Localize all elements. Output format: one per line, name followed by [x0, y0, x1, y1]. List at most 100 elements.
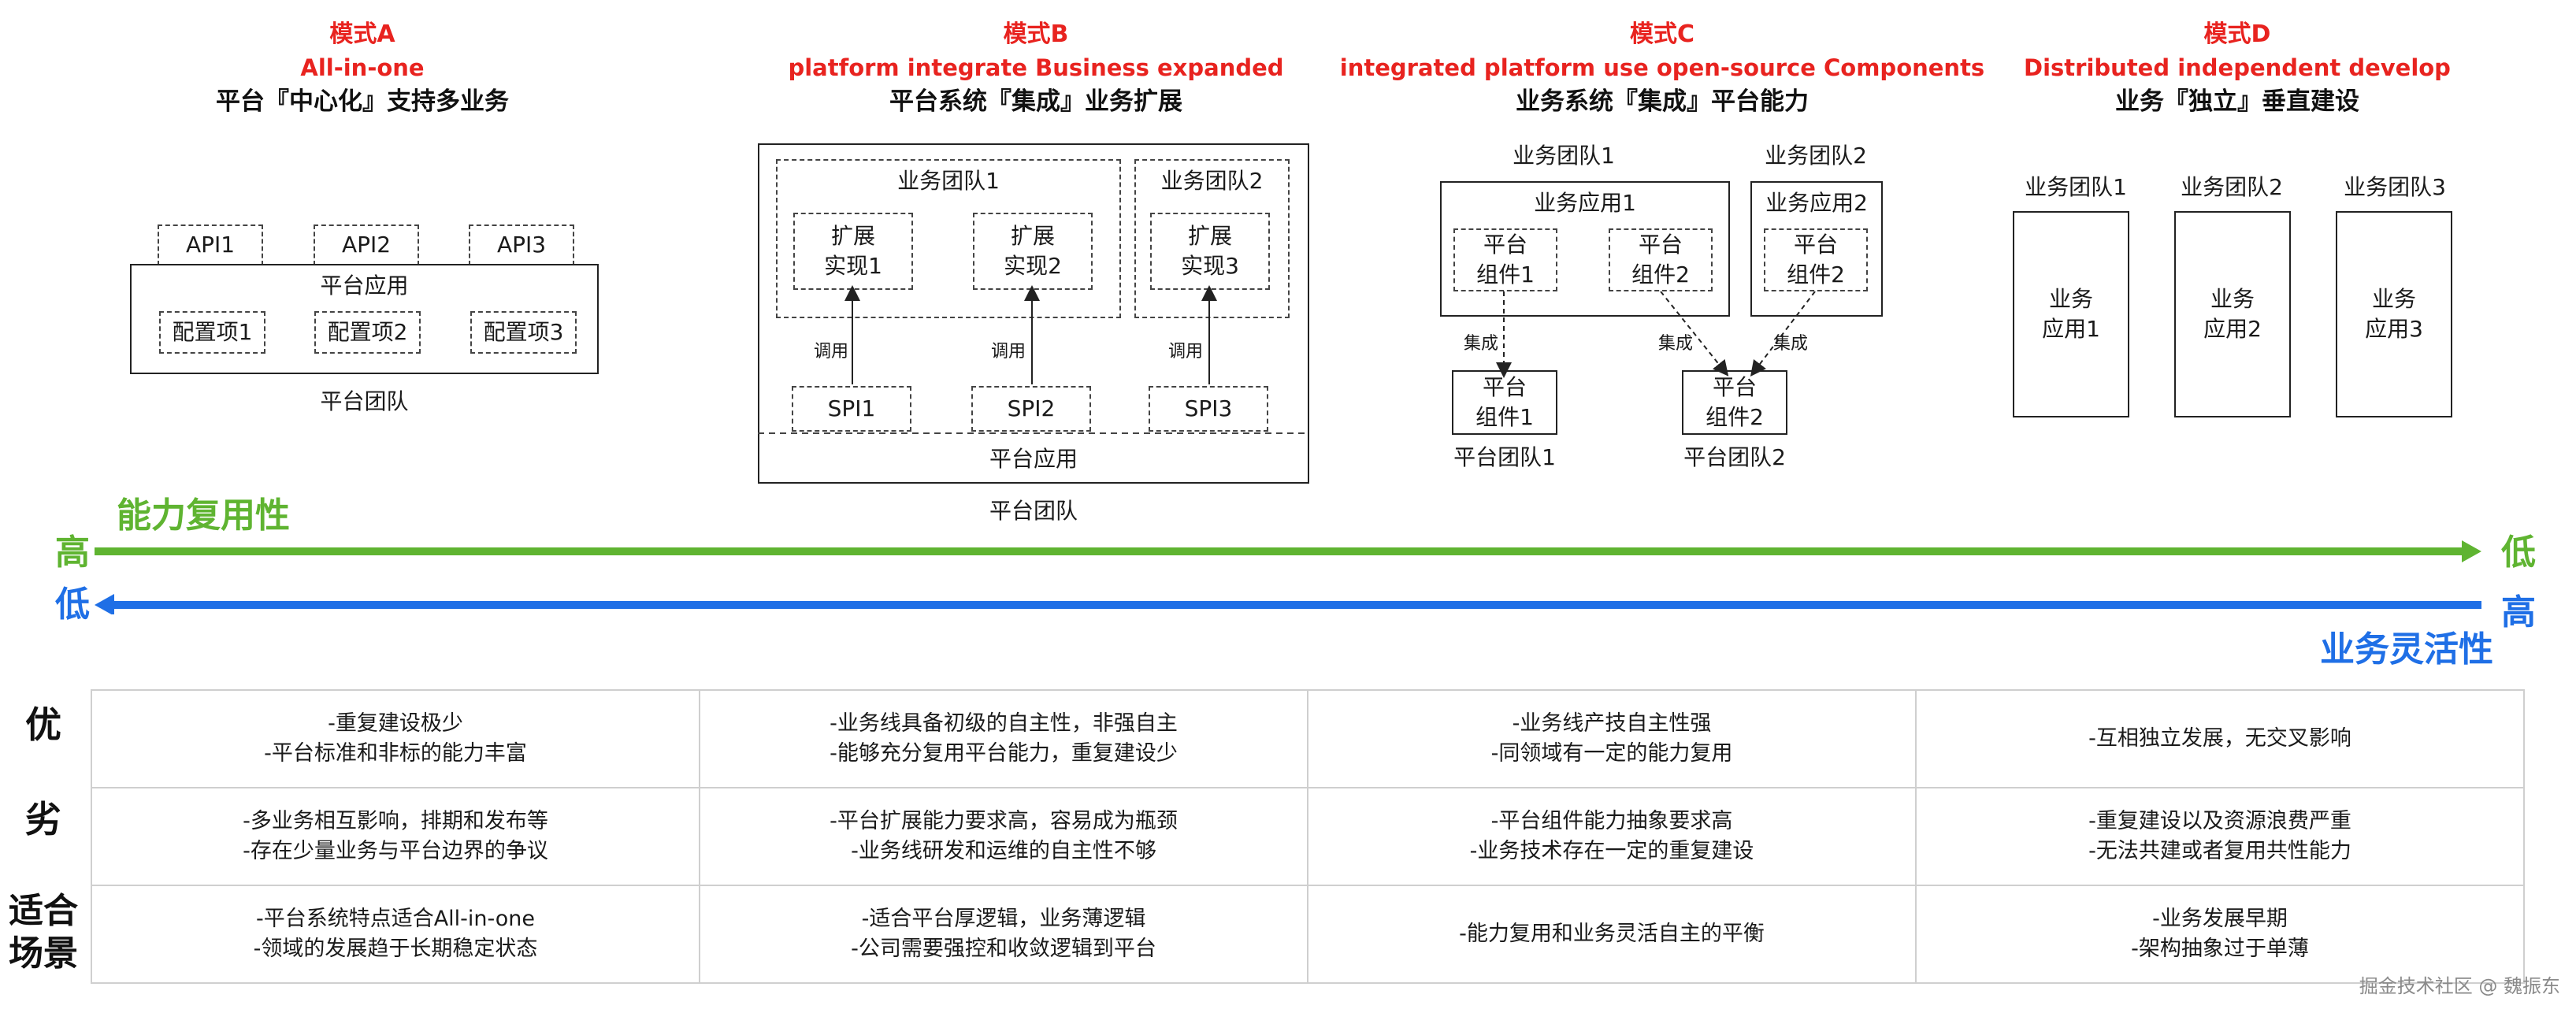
mode-b-subtitle-cn: 平台系统『集成』业务扩展 [889, 87, 1182, 116]
mode-d-header: 模式D Distributed independent develop 业务『独… [1993, 17, 2481, 120]
comparison-table: -重复建设极少-平台标准和非标的能力丰富-业务线具备初级的自主性，非强自主-能够… [91, 689, 2525, 984]
reuse-axis-right: 低 [2501, 532, 2536, 573]
platform-component1-line2: 组件1 [1475, 404, 1534, 430]
spi2-box: SPI2 [971, 386, 1091, 432]
cell-text: -业务发展早期 [2152, 907, 2288, 931]
mode-b-subtitle-en: platform integrate Business expanded [788, 54, 1284, 81]
business-team1-label-c: 业务团队1 [1513, 143, 1615, 169]
component-box-c1: 平台 组件1 [1453, 228, 1557, 291]
table-cell: -多业务相互影响，排期和发布等 -存在少量业务与平台边界的争议 [91, 787, 700, 886]
platform-component1-line1: 平台 [1482, 374, 1527, 400]
business-app2-box-d: 业务 应用2 [2174, 211, 2291, 417]
integrate-label-1: 集成 [1463, 334, 1498, 354]
call-label-1: 调用 [813, 342, 848, 362]
ext2-line1: 扩展 [1010, 223, 1055, 249]
cell-text: -业务线具备初级的自主性，非强自主 [830, 711, 1178, 736]
mode-c-subtitle-en: integrated platform use open-source Comp… [1339, 54, 1985, 81]
business-app2-d-line1: 业务 [2210, 286, 2255, 312]
api1-box: API1 [158, 224, 263, 265]
business-app1-label: 业务应用1 [1534, 190, 1636, 216]
business-app3-d-line1: 业务 [2371, 286, 2416, 312]
mode-c-title: 模式C [1629, 20, 1695, 48]
table-cell: -适合平台厚逻辑，业务薄逻辑-公司需要强控和收敛逻辑到平台 [699, 885, 1308, 984]
spi1-box: SPI1 [792, 386, 911, 432]
cell-text: -业务线研发和运维的自主性不够 [851, 839, 1156, 863]
call-label-3: 调用 [1167, 342, 1203, 362]
business-app2-d-line2: 应用2 [2203, 316, 2262, 342]
component-c2-line2: 组件2 [1631, 262, 1690, 288]
cell-text: -平台标准和非标的能力丰富 [264, 741, 527, 766]
cell-text: -存在少量业务与平台边界的争议 [243, 839, 548, 863]
watermark: 掘金技术社区 @ 魏振东 [2359, 975, 2560, 997]
business-team1-label-b: 业务团队1 [897, 168, 1000, 194]
business-app3-box-d: 业务 应用3 [2336, 211, 2452, 417]
cell-text: -同领域有一定的能力复用 [1490, 741, 1733, 766]
call-arrows-b [758, 285, 1309, 434]
ext1-line1: 扩展 [830, 223, 875, 249]
cell-text: -重复建设极少 [328, 711, 463, 736]
component-c1-line1: 平台 [1483, 232, 1527, 258]
platform-component2-line2: 组件2 [1706, 404, 1764, 430]
ext3-box: 扩展 实现3 [1150, 213, 1270, 290]
table-cell: -重复建设以及资源浪费严重 -无法共建或者复用共性能力 [1915, 787, 2525, 886]
cell-text: -无法共建或者复用共性能力 [2088, 839, 2351, 863]
business-team1-label-d: 业务团队1 [2025, 174, 2127, 200]
spi3-box: SPI3 [1149, 386, 1268, 432]
cell-text: -平台系统特点适合All-in-one [255, 907, 536, 931]
table-cell: -平台组件能力抽象要求高-业务技术存在一定的重复建设 [1307, 787, 1917, 886]
table-row: -平台系统特点适合All-in-one -领域的发展趋于长期稳定状态 -适合平台厚逻… [91, 885, 2525, 984]
reuse-axis-arrowhead [2462, 540, 2481, 562]
component-c2-line1: 平台 [1638, 232, 1683, 258]
integrate-label-2: 集成 [1657, 334, 1693, 354]
component-box-c3: 平台 组件2 [1764, 228, 1868, 291]
api2-box: API2 [314, 224, 419, 265]
business-team3-label-d: 业务团队3 [2344, 174, 2446, 200]
table-cell: -平台扩展能力要求高，容易成为瓶颈-业务线研发和运维的自主性不够 [699, 787, 1308, 886]
row-label-scenarios-line2: 场景 [9, 933, 78, 974]
mode-a-subtitle-en: All-in-one [300, 54, 425, 81]
business-app1-d-line2: 应用1 [2042, 316, 2100, 342]
axis-arrows [95, 540, 2481, 614]
business-app2-box: 业务应用2 平台 组件2 [1750, 181, 1883, 317]
business-team2-label-c: 业务团队2 [1765, 143, 1867, 169]
business-app1-d-line1: 业务 [2048, 286, 2093, 312]
flex-axis-right: 高 [2501, 592, 2536, 633]
platform-team-label-b: 平台团队 [989, 498, 1078, 524]
mode-b-header: 模式B platform integrate Business expanded… [768, 17, 1304, 120]
cell-text: -互相独立发展，无交叉影响 [2088, 726, 2351, 751]
mode-c-subtitle-cn: 业务系统『集成』平台能力 [1516, 87, 1809, 116]
cell-text: -领域的发展趋于长期稳定状态 [253, 937, 538, 961]
mode-a-header: 模式A All-in-one 平台『中心化』支持多业务 [165, 17, 559, 120]
integrate-arrows-c [1496, 291, 1816, 378]
business-app2-label: 业务应用2 [1765, 190, 1868, 216]
table-cell: -业务发展早期-架构抽象过于单薄 [1915, 885, 2525, 984]
ext2-line2: 实现2 [1004, 253, 1062, 279]
platform-team2-label-c: 平台团队2 [1683, 444, 1786, 470]
cell-text: -多业务相互影响，排期和发布等 [243, 809, 548, 833]
mode-d-subtitle-en: Distributed independent develop [2024, 54, 2451, 81]
ext1-line2: 实现1 [824, 253, 882, 279]
component-c3-line1: 平台 [1793, 232, 1838, 258]
cell-text: -平台组件能力抽象要求高 [1490, 809, 1733, 833]
platform-app-label-b: 平台应用 [989, 446, 1078, 472]
mode-a-title: 模式A [329, 20, 395, 48]
cell-text: -重复建设以及资源浪费严重 [2088, 809, 2351, 833]
call-label-2: 调用 [990, 342, 1026, 362]
platform-component1-box: 平台 组件1 [1452, 370, 1557, 435]
business-app3-d-line2: 应用3 [2365, 316, 2423, 342]
business-app1-box-d: 业务 应用1 [2013, 211, 2129, 417]
cell-text: -能力复用和业务灵活自主的平衡 [1459, 922, 1765, 946]
component-box-c2: 平台 组件2 [1609, 228, 1713, 291]
mode-d-subtitle-cn: 业务『独立』垂直建设 [2115, 87, 2359, 116]
mode-b-title: 模式B [1003, 20, 1069, 48]
table-cell: -重复建设极少 -平台标准和非标的能力丰富 [91, 689, 700, 788]
mode-d-title: 模式D [2203, 20, 2271, 48]
api3-box: API3 [469, 224, 574, 265]
table-cell: -能力复用和业务灵活自主的平衡 [1307, 885, 1917, 984]
platform-team-label-a: 平台团队 [320, 388, 409, 414]
component-c3-line2: 组件2 [1787, 262, 1845, 288]
mode-c-header: 模式C integrated platform use open-source … [1327, 17, 1997, 120]
platform-app-label-a: 平台应用 [320, 273, 409, 299]
integrate-arrow-3 [1750, 291, 1816, 377]
platform-team1-label-c: 平台团队1 [1453, 444, 1556, 470]
